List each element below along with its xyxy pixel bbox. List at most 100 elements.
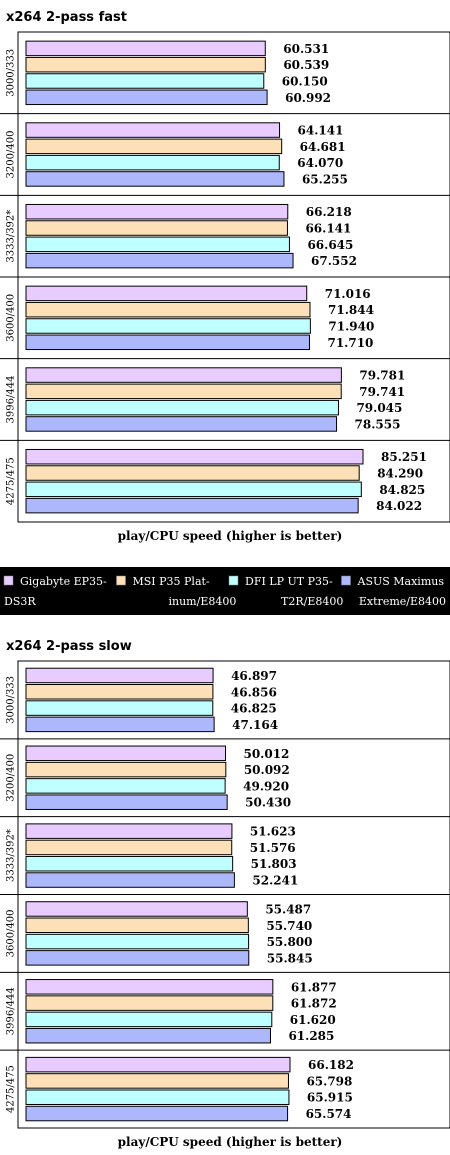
bar [25,716,215,733]
data-label: 66.141 [305,222,351,236]
bar [25,1105,289,1122]
data-label: 60.539 [283,58,329,72]
bar [25,979,274,995]
data-label: 64.141 [298,124,344,138]
data-label: 61.877 [291,980,337,994]
legend-background [0,567,450,615]
chart-x264-2pass-fast: x264 2-pass fast play/CPU speed (higher … [0,10,450,543]
bar [25,778,226,794]
data-label: 46.856 [231,685,277,699]
bar [25,901,248,917]
data-label: 51.576 [250,841,296,855]
data-label: 67.552 [311,254,357,268]
data-label: 60.150 [282,74,328,88]
data-label: 65.915 [307,1091,353,1105]
bar [25,761,227,778]
x-axis-label: play/CPU speed (higher is better) [118,1135,343,1149]
data-label: 71.016 [325,287,371,301]
bar [25,700,214,716]
data-label: 61.285 [288,1029,334,1043]
bar [25,73,265,89]
chart-x264-2pass-slow: x264 2-pass slow play/CPU speed (higher … [0,639,450,1149]
bar [25,872,235,888]
data-label: 65.255 [302,172,348,186]
bar [25,950,250,966]
data-label: 66.218 [306,205,352,219]
category-label: 4275/475 [6,1065,17,1113]
bar [25,383,342,400]
data-label: 79.045 [356,401,402,415]
bar [25,497,359,514]
data-label: 85.251 [381,450,427,464]
data-label: 78.555 [355,417,401,431]
data-label: 65.798 [306,1074,352,1088]
bar [25,236,290,253]
category-label: 3996/444 [6,987,17,1035]
legend-label: Gigabyte EP35- [20,575,107,588]
bar [25,203,289,220]
bar [25,855,234,872]
category-label: 3600/400 [6,294,17,342]
bar [25,794,228,810]
legend-label: ASUS Maximus [357,575,445,588]
x-axis-label: play/CPU speed (higher is better) [118,529,343,543]
bar [25,89,268,106]
data-label: 65.574 [306,1107,352,1121]
bar [25,252,294,269]
chart-title: x264 2-pass fast [6,10,127,25]
legend-label: Extreme/E8400 [359,595,446,608]
category-label: 4275/475 [6,457,17,505]
bar [25,122,281,138]
data-label: 49.920 [243,779,289,793]
bar [25,684,214,700]
data-label: 60.992 [285,91,331,105]
data-label: 55.487 [265,902,311,916]
bar [25,399,339,416]
data-label: 79.741 [359,385,405,399]
data-label: 84.022 [376,499,422,513]
bar [25,220,288,236]
legend-swatch [3,575,14,586]
chart-title: x264 2-pass slow [6,639,132,654]
data-label: 50.092 [244,763,290,777]
category-label: 3000/333 [6,676,17,724]
category-label: 3996/444 [6,376,17,424]
bar [25,285,308,302]
legend-label: DS3R [4,595,36,608]
data-label: 64.070 [297,156,343,170]
bar [25,1073,289,1089]
legend-swatch [228,575,239,586]
category-label: 3333/392* [6,829,17,882]
bar [25,416,338,432]
category-label: 3600/400 [6,909,17,957]
bar [25,154,280,171]
bar [25,995,274,1011]
data-label: 71.710 [327,336,373,350]
data-label: 47.164 [232,718,278,732]
data-label: 50.430 [245,796,291,810]
bar [25,917,249,934]
bar [25,367,342,383]
bar [25,318,311,334]
bar [25,1011,273,1028]
bar [25,1027,271,1044]
data-label: 55.740 [266,919,312,933]
data-label: 55.800 [267,935,313,949]
legend-label: T2R/E8400 [281,595,343,608]
bar [25,465,360,481]
legend-swatch [341,575,351,586]
bar [25,823,233,839]
data-label: 52.241 [252,874,298,888]
data-label: 66.645 [307,238,353,252]
bar [25,301,311,318]
bar [25,667,214,684]
data-label: 46.897 [231,669,277,683]
category-label: 3200/400 [6,131,17,179]
bar [25,1056,291,1073]
bar [25,448,364,465]
data-label: 61.620 [290,1013,336,1027]
data-label: 51.623 [250,825,296,839]
legend-swatch [116,575,126,586]
bar [25,839,233,856]
bar [25,933,250,950]
